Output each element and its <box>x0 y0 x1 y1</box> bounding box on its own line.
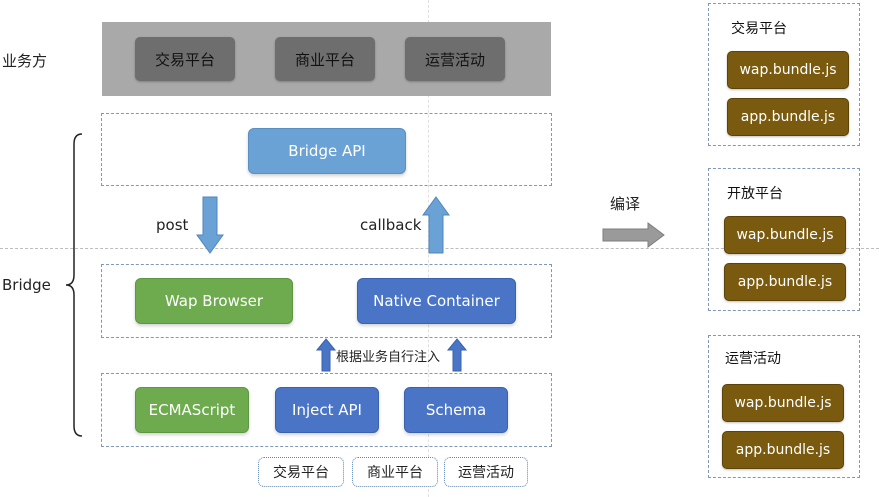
compile-label: 编译 <box>610 195 641 213</box>
ecmascript-button: ECMAScript <box>135 387 249 433</box>
panel-open-app-bundle: app.bundle.js <box>724 263 846 301</box>
bridge-api-button: Bridge API <box>248 128 406 174</box>
panel-trade-wap-bundle: wap.bundle.js <box>727 51 849 89</box>
panel-trade-title: 交易平台 <box>731 21 787 37</box>
panel-operations-title: 运营活动 <box>725 351 781 367</box>
inject-up-arrow-left <box>316 338 336 372</box>
runtime-container <box>101 264 552 338</box>
platform-operations: 运营活动 <box>405 37 505 81</box>
business-side-label: 业务方 <box>2 52 48 70</box>
callback-up-arrow <box>422 196 450 254</box>
compile-arrow <box>602 222 665 248</box>
post-label: post <box>156 216 189 234</box>
native-container-button: Native Container <box>357 278 516 324</box>
panel-trade-app-bundle: app.bundle.js <box>727 98 849 136</box>
bottom-chip-operations: 运营活动 <box>444 457 528 487</box>
bottom-chip-business: 商业平台 <box>352 457 438 487</box>
panel-operations-app-bundle: app.bundle.js <box>722 431 844 469</box>
panel-open-wap-bundle: wap.bundle.js <box>724 216 846 254</box>
platform-trade: 交易平台 <box>135 37 235 81</box>
inject-up-arrow-right <box>447 338 467 372</box>
bridge-api-container <box>101 113 552 186</box>
schema-button: Schema <box>404 387 508 433</box>
post-down-arrow <box>196 196 224 254</box>
bridge-bracket <box>65 133 83 437</box>
callback-label: callback <box>360 216 422 234</box>
platform-business: 商业平台 <box>275 37 375 81</box>
panel-open-title: 开放平台 <box>727 186 783 202</box>
bottom-chip-trade: 交易平台 <box>258 457 344 487</box>
wap-browser-button: Wap Browser <box>135 278 293 324</box>
panel-trade <box>708 3 860 146</box>
panel-operations-wap-bundle: wap.bundle.js <box>722 384 844 422</box>
script-layer-container <box>101 373 552 447</box>
panel-operations <box>708 335 860 478</box>
bridge-label: Bridge <box>2 276 51 294</box>
inject-api-button: Inject API <box>275 387 379 433</box>
inject-note: 根据业务自行注入 <box>336 350 441 365</box>
panel-open <box>708 168 860 311</box>
